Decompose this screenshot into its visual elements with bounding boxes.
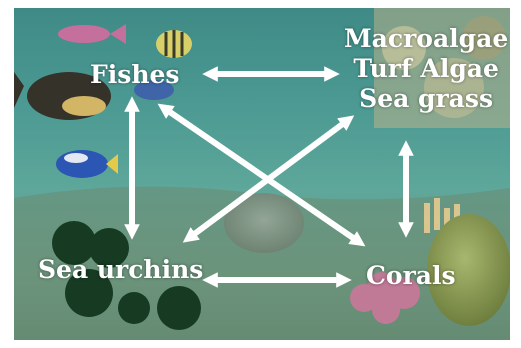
fish-striped	[156, 30, 192, 58]
fish-pink	[58, 24, 126, 44]
node-algae-line-1: Macroalgae	[344, 24, 508, 54]
node-fishes: Fishes	[90, 60, 179, 90]
node-algae-line-2: Turf Algae	[344, 54, 508, 84]
node-algae: Macroalgae Turf Algae Sea grass	[344, 24, 508, 114]
node-algae-line-3: Sea grass	[344, 84, 508, 114]
diagram-frame: Fishes Macroalgae Turf Algae Sea grass S…	[14, 8, 510, 340]
node-corals: Corals	[366, 261, 456, 291]
node-sea-urchins: Sea urchins	[38, 255, 203, 285]
fish-tang	[56, 150, 118, 178]
